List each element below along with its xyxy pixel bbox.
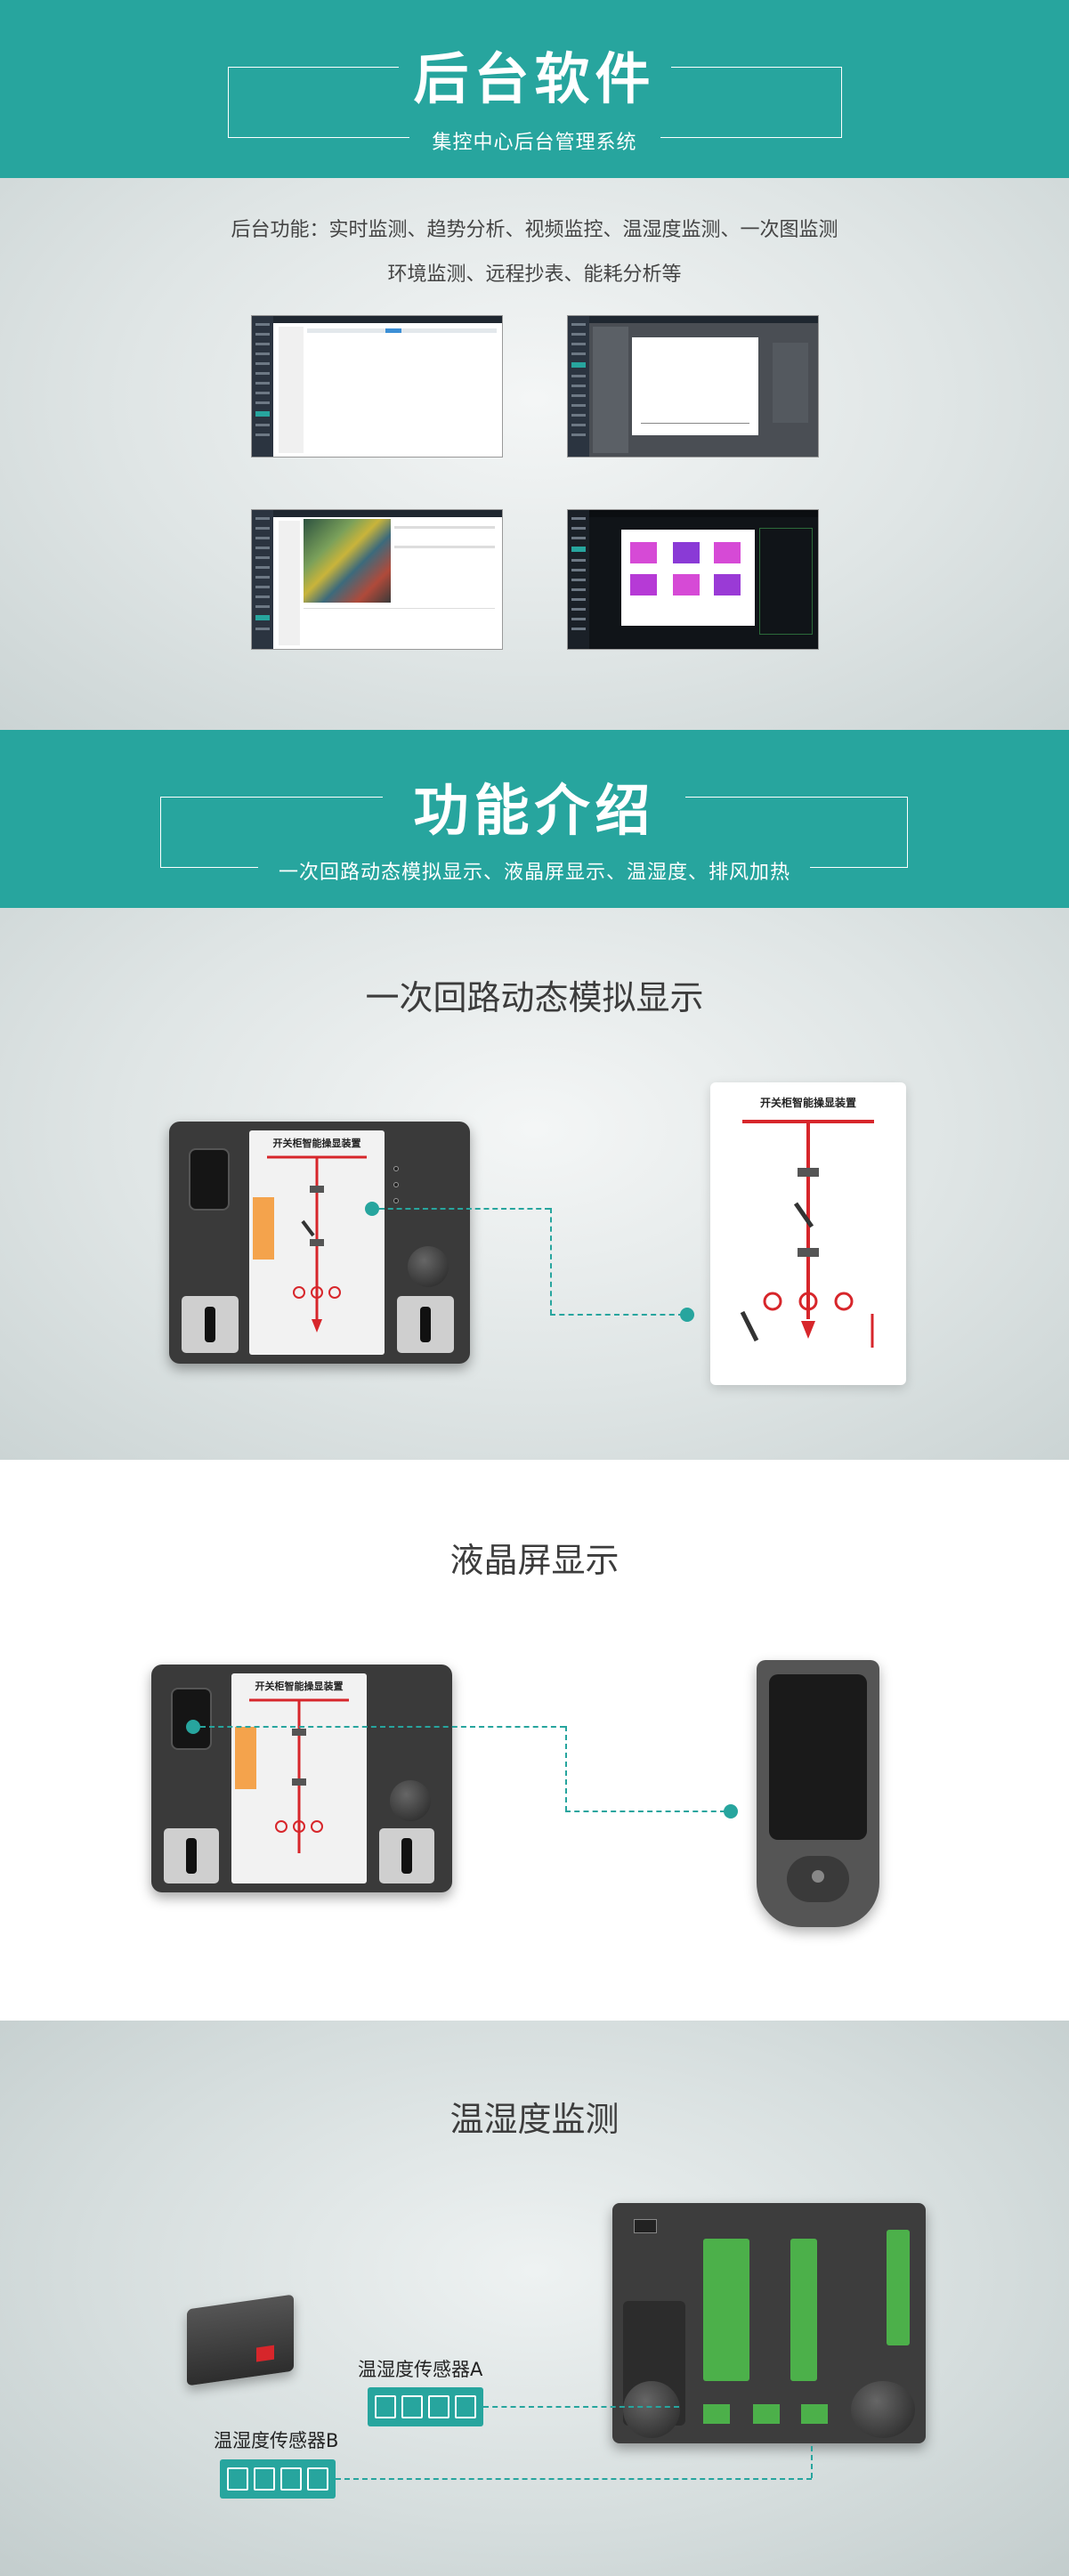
backend-desc-line1: 后台功能：实时监测、趋势分析、视频监控、温湿度监测、一次图监测: [231, 219, 838, 241]
switchgear-device: 开关柜智能操显装置: [169, 1122, 470, 1364]
lcd-module: [757, 1660, 879, 1927]
sensor-b-connector: [220, 2459, 336, 2499]
sensor-a-connector: [368, 2387, 483, 2426]
device-diagram: [267, 1155, 367, 1333]
features-header: 功能介绍 一次回路动态模拟显示、液晶屏显示、温湿度、排风加热: [0, 730, 1069, 908]
lcd-device-panel-title: 开关柜智能操显装置: [255, 1681, 344, 1692]
lcd-connector-start-dot: [186, 1720, 200, 1734]
section-primary-circuit: 一次回路动态模拟显示 开关柜智能操显装置: [0, 908, 1069, 1460]
device-rotary-knob: [408, 1246, 449, 1287]
section-temperature: 温湿度监测 温湿度传感器A 温湿度传感器B: [0, 2021, 1069, 2576]
features-title: 功能介绍: [413, 778, 656, 843]
screenshot-trend-analysis: [567, 315, 819, 458]
lcd-switchgear-device: 开关柜智能操显装置: [151, 1665, 452, 1892]
device-panel-title: 开关柜智能操显装置: [272, 1138, 361, 1149]
backend-subtitle: 集控中心后台管理系统: [432, 132, 637, 154]
screenshot-video-monitor: [251, 509, 503, 650]
zoom-card-diagram: [740, 1120, 874, 1348]
features-subtitle: 一次回路动态模拟显示、液晶屏显示、温湿度、排风加热: [278, 862, 790, 884]
sensor-a-label: 温湿度传感器A: [358, 2359, 483, 2380]
backend-content: 后台功能：实时监测、趋势分析、视频监控、温湿度监测、一次图监测 环境监测、远程抄…: [0, 178, 1069, 730]
sensor-device: [187, 2294, 294, 2386]
section-lcd: 液晶屏显示 开关柜智能操显装置: [0, 1460, 1069, 2021]
zoom-card-title: 开关柜智能操显装置: [759, 1097, 856, 1109]
lcd-device-diagram: [249, 1698, 349, 1853]
section-primary-circuit-title: 一次回路动态模拟显示: [365, 978, 704, 1017]
diagram-zoom-card: 开关柜智能操显装置: [710, 1082, 906, 1385]
backend-title: 后台软件: [413, 46, 656, 111]
backend-desc-line2: 环境监测、远程抄表、能耗分析等: [387, 263, 682, 286]
controller-unit: [612, 2203, 926, 2443]
lcd-connector-end-dot: [724, 1804, 738, 1819]
section-lcd-title: 液晶屏显示: [449, 1541, 620, 1580]
connector-start-dot: [365, 1202, 379, 1216]
sensor-b-label: 温湿度传感器B: [214, 2430, 339, 2451]
screenshot-realtime-monitor: [251, 315, 503, 458]
section-temperature-title: 温湿度监测: [449, 2100, 620, 2139]
screenshot-one-line-diagram: [567, 509, 819, 650]
backend-header: 后台软件 集控中心后台管理系统: [0, 0, 1069, 178]
connector-end-dot: [680, 1308, 694, 1322]
